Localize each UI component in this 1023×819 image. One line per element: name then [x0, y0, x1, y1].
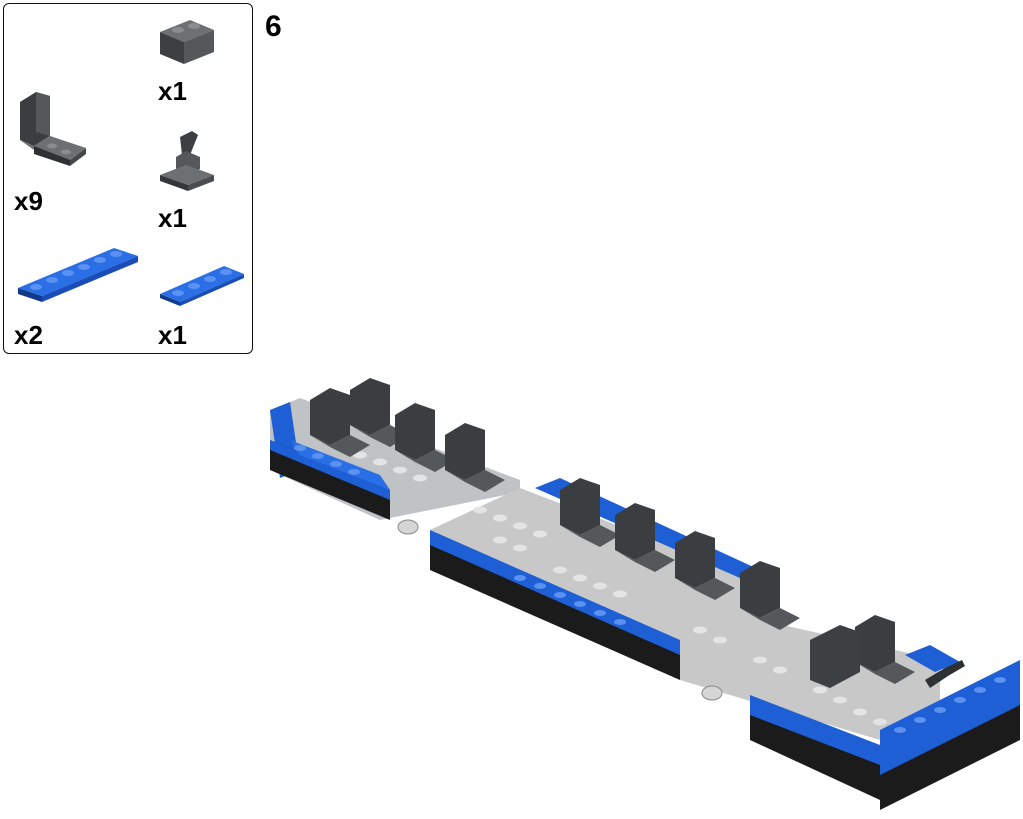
- seats: [310, 378, 915, 684]
- plate-with-handle-icon: [160, 131, 214, 191]
- plate-1x6-quantity: x2: [14, 320, 43, 350]
- step-number: 6: [265, 10, 282, 43]
- brick-1x2-icon: [160, 20, 214, 64]
- seat-quantity: x9: [14, 186, 43, 216]
- brick-1x2-quantity: x1: [158, 76, 187, 106]
- model-brick: [810, 625, 860, 688]
- plate-1x4-quantity: x1: [158, 320, 187, 350]
- seat-icon: [20, 92, 86, 166]
- plate-1x4-blue-icon: [160, 266, 244, 306]
- parts-list-callout: x1 x9 x1 x2: [3, 3, 253, 354]
- plate-with-handle-quantity: x1: [158, 203, 187, 233]
- plate-1x6-blue-icon: [18, 248, 138, 302]
- coupling-pins: [397, 519, 723, 701]
- model-handle: [925, 660, 965, 688]
